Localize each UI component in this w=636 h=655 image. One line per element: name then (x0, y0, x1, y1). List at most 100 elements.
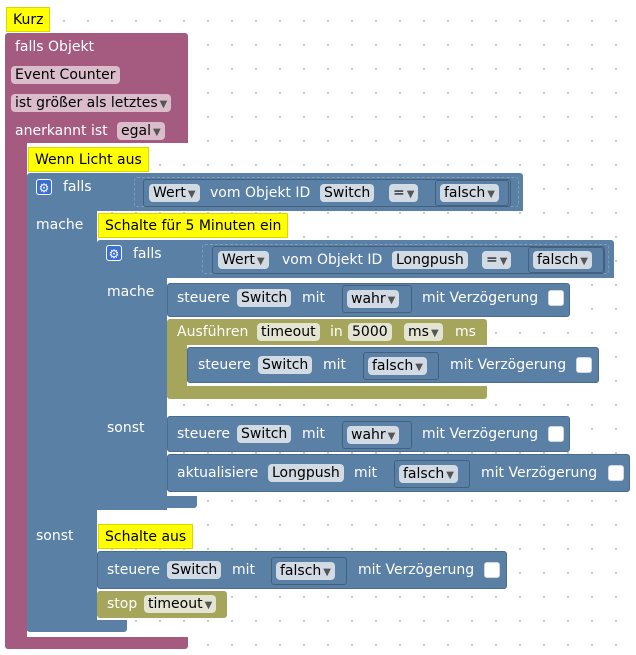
boolean-value: falsch (537, 252, 579, 268)
boolean-value: wahr (351, 291, 386, 307)
vom-objekt-label: vom Objekt ID (282, 252, 383, 268)
boolean-value: falsch (372, 358, 414, 374)
dropdown-arrow-icon: ▼ (204, 600, 213, 611)
checkbox-icon[interactable] (548, 426, 564, 442)
unit-value: ms (408, 324, 429, 340)
dropdown-arrow-icon: ▼ (415, 362, 423, 373)
anerkannt-value: egal (121, 123, 151, 139)
dropdown-arrow-icon: ▼ (323, 567, 331, 578)
dropdown-arrow-icon: ▼ (387, 295, 396, 306)
condition-value: ist größer als letztes (15, 95, 158, 111)
object-id-field[interactable]: Switch (320, 184, 375, 202)
if1-mache-label: mache (36, 217, 84, 233)
dropdown-arrow-icon: ▼ (256, 256, 265, 267)
comment-schalte-5min[interactable]: Schalte für 5 Minuten ein (98, 213, 289, 238)
checkbox-icon[interactable] (484, 562, 500, 578)
wert-label: Wert (153, 185, 186, 201)
steuere-label: steuere (177, 290, 230, 306)
mit-label: mit (232, 562, 256, 578)
object-id-field[interactable]: Longpush (392, 251, 468, 269)
timeout-value: timeout (148, 596, 203, 612)
mit-label: mit (323, 357, 347, 373)
stop-label: stop (107, 596, 138, 612)
mit-verzoegerung-label: mit Verzögerung (358, 562, 475, 578)
object-id-field[interactable]: Event Counter (11, 66, 120, 84)
mit-label: mit (302, 426, 326, 442)
if2-mache-label: mache (107, 284, 155, 300)
trigger-block-spine (5, 143, 27, 637)
trigger-block-bottom (5, 637, 188, 649)
object-id-field[interactable]: Switch (237, 289, 292, 307)
checkbox-icon[interactable] (576, 357, 592, 373)
operator-value: = (486, 252, 498, 268)
dropdown-arrow-icon: ▼ (487, 189, 495, 200)
if-block-2-spine (97, 278, 167, 510)
if1-falls-label: falls (63, 179, 92, 195)
vom-objekt-label: vom Objekt ID (210, 185, 311, 201)
gear-icon[interactable]: ⚙ (106, 245, 122, 261)
object-id-field[interactable]: Switch (167, 561, 222, 579)
object-id-field[interactable]: Switch (237, 425, 292, 443)
dropdown-arrow-icon: ▼ (580, 256, 588, 267)
boolean-value: falsch (403, 466, 445, 482)
boolean-dropdown[interactable]: falsch▼ (533, 251, 592, 269)
falls-objekt-label: falls Objekt (15, 39, 95, 55)
aktualisiere-label: aktualisiere (177, 465, 259, 481)
boolean-dropdown[interactable]: wahr▼ (347, 426, 400, 444)
dropdown-arrow-icon: ▼ (446, 470, 454, 481)
wert-label: Wert (222, 252, 255, 268)
timeout-dropdown[interactable]: timeout▼ (144, 595, 217, 613)
timeout-name-field[interactable]: timeout (257, 323, 320, 341)
anerkannt-label: anerkannt ist (15, 123, 108, 139)
mit-verzoegerung-label: mit Verzögerung (450, 357, 567, 373)
delay-input[interactable]: 5000 (348, 323, 392, 341)
timeout-block-spine (167, 345, 187, 387)
if2-falls-label: falls (133, 246, 162, 262)
mit-label: mit (354, 465, 378, 481)
wert-dropdown[interactable]: Wert▼ (149, 184, 200, 202)
wert-dropdown[interactable]: Wert▼ (218, 251, 269, 269)
operator-value: = (393, 185, 405, 201)
anerkannt-dropdown[interactable]: egal▼ (117, 122, 165, 140)
comment-schalte-aus[interactable]: Schalte aus (98, 524, 194, 549)
gear-icon[interactable]: ⚙ (36, 179, 52, 195)
timeout-block-bottom (167, 386, 487, 399)
ausfuehren-label: Ausführen (177, 324, 249, 340)
object-id-field[interactable]: Switch (258, 356, 313, 374)
dropdown-arrow-icon: ▼ (430, 328, 439, 339)
mit-verzoegerung-label: mit Verzögerung (422, 426, 539, 442)
dropdown-arrow-icon: ▼ (406, 189, 415, 200)
checkbox-icon[interactable] (608, 465, 624, 481)
unit-suffix-label: ms (455, 324, 476, 340)
boolean-value: falsch (280, 563, 322, 579)
boolean-dropdown[interactable]: falsch▼ (276, 562, 335, 580)
comment-wenn-licht-aus[interactable]: Wenn Licht aus (28, 147, 149, 172)
steuere-label: steuere (177, 426, 230, 442)
boolean-dropdown[interactable]: falsch▼ (440, 184, 499, 202)
boolean-dropdown[interactable]: falsch▼ (368, 357, 427, 375)
boolean-value: wahr (351, 427, 386, 443)
steuere-label: steuere (107, 562, 160, 578)
boolean-dropdown[interactable]: wahr▼ (347, 290, 400, 308)
object-id-field[interactable]: Longpush (268, 464, 344, 482)
operator-dropdown[interactable]: =▼ (389, 184, 419, 202)
mit-verzoegerung-label: mit Verzögerung (481, 465, 598, 481)
if1-sonst-label: sonst (36, 528, 74, 544)
boolean-dropdown[interactable]: falsch▼ (399, 465, 458, 483)
mit-verzoegerung-label: mit Verzögerung (422, 290, 539, 306)
checkbox-icon[interactable] (548, 290, 564, 306)
if2-sonst-label: sonst (107, 420, 145, 436)
unit-dropdown[interactable]: ms▼ (404, 323, 443, 341)
dropdown-arrow-icon: ▼ (159, 99, 168, 110)
if-block-2-bottom (97, 496, 197, 508)
comment-kurz[interactable]: Kurz (6, 7, 51, 32)
if-block-1-spine (27, 211, 97, 631)
operator-dropdown[interactable]: =▼ (482, 251, 512, 269)
boolean-value: falsch (444, 185, 486, 201)
dropdown-arrow-icon: ▼ (387, 431, 396, 442)
condition-dropdown[interactable]: ist größer als letztes▼ (11, 94, 172, 112)
mit-label: mit (302, 290, 326, 306)
in-label: in (330, 324, 343, 340)
dropdown-arrow-icon: ▼ (187, 189, 196, 200)
steuere-label: steuere (198, 357, 251, 373)
